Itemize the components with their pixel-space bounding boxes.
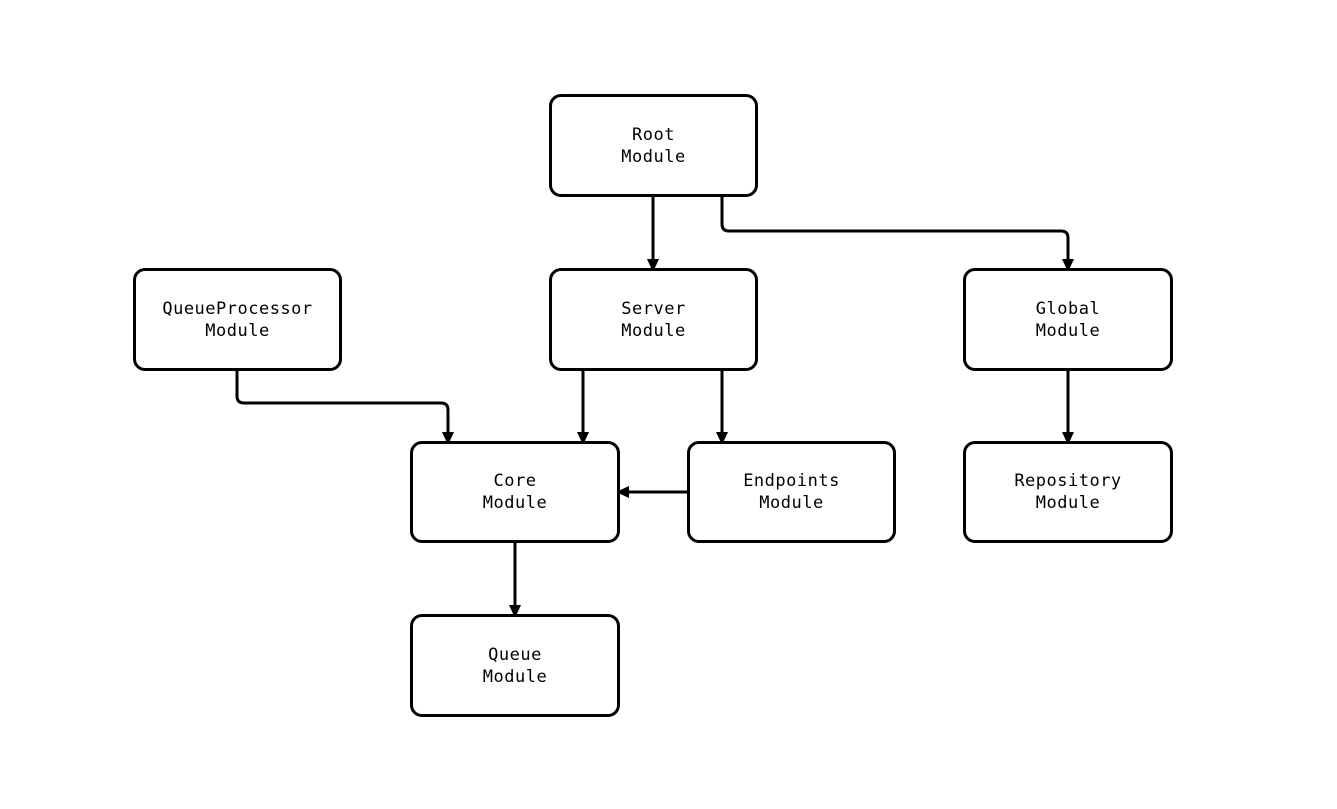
node-label-queue: Queue Module [482,644,548,687]
node-repository[interactable]: Repository Module [963,441,1173,543]
node-endpoints[interactable]: Endpoints Module [687,441,896,543]
edge-queueprocessor-to-core [235,371,454,445]
node-label-repository: Repository Module [1014,471,1122,513]
node-label-global: Global Module [1035,298,1101,341]
node-queue[interactable]: Queue Module [410,614,620,717]
node-root[interactable]: Root Module [549,94,758,197]
node-global[interactable]: Global Module [963,268,1173,371]
node-queueprocessor[interactable]: QueueProcessor Module [133,268,342,371]
node-label-root: Root Module [621,124,686,167]
node-label-endpoints: Endpoints Module [743,471,840,513]
edge-paths [235,197,1074,618]
node-core[interactable]: Core Module [410,441,620,543]
node-label-server: Server Module [621,298,686,341]
edge-root-to-global [720,197,1074,272]
node-label-queueprocessor: QueueProcessor Module [162,298,313,341]
node-server[interactable]: Server Module [549,268,758,371]
node-label-core: Core Module [482,471,548,513]
